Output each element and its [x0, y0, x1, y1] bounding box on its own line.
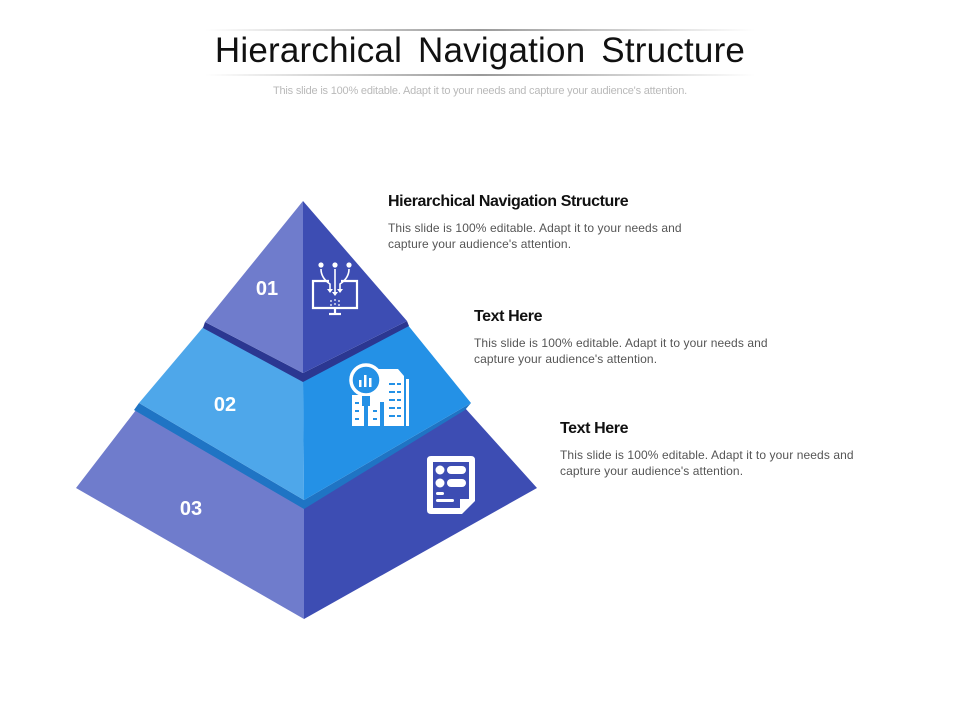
slide-subtitle: This slide is 100% editable. Adapt it to…	[273, 85, 687, 97]
title-divider-bottom	[205, 74, 755, 76]
document-list-icon	[427, 456, 475, 514]
tier-3-left-face	[76, 410, 304, 619]
pyramid-tier-1	[205, 201, 407, 373]
item-1-text: This slide is 100% editable. Adapt it to…	[388, 221, 682, 251]
tier-1-right-face	[303, 201, 407, 373]
tier-3-right-face	[304, 408, 537, 619]
pyramid-tier-3	[76, 408, 537, 619]
item-1: Hierarchical Navigation Structure This s…	[388, 193, 688, 252]
slide-title: Hierarchical Navigation Structure	[214, 31, 746, 70]
item-3: Text Here This slide is 100% editable. A…	[560, 420, 860, 479]
title-divider-top	[205, 29, 755, 31]
item-1-heading: Hierarchical Navigation Structure	[388, 193, 629, 210]
tier-1-left-face	[205, 201, 303, 373]
tier-1-number: 01	[256, 278, 278, 300]
item-2-text: This slide is 100% editable. Adapt it to…	[474, 336, 768, 366]
tier-2-number: 02	[214, 394, 236, 416]
item-3-heading: Text Here	[560, 420, 629, 437]
item-2: Text Here This slide is 100% editable. A…	[474, 308, 774, 367]
item-3-text: This slide is 100% editable. Adapt it to…	[560, 448, 854, 478]
building-analytics-search-icon	[349, 363, 409, 426]
tier-3-number: 03	[180, 498, 202, 520]
item-2-heading: Text Here	[474, 308, 543, 325]
tier-2-left-face	[139, 325, 304, 500]
slide-header: Hierarchical Navigation Structure This s…	[0, 0, 960, 110]
monitor-data-flow-icon	[311, 262, 359, 316]
